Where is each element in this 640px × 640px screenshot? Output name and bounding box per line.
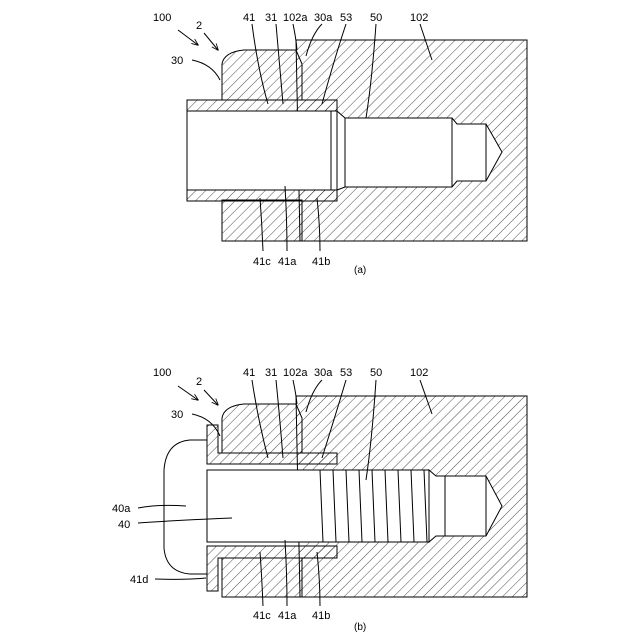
label-base-a: 102 xyxy=(410,12,428,24)
label-bolt-head-b: 40a xyxy=(112,503,131,515)
label-surface-a-a: 102a xyxy=(283,12,308,24)
label-ring-a-b: 41a xyxy=(278,610,297,622)
label-hole-b: 50 xyxy=(370,367,382,379)
label-gap-b: 53 xyxy=(340,367,352,379)
bore-a xyxy=(187,111,337,190)
label-flange-b: 41d xyxy=(130,574,148,586)
label-collar-face-a: 30a xyxy=(314,12,333,24)
label-unit-b: 2 xyxy=(196,376,202,388)
sleeve-lower-a xyxy=(187,190,337,201)
figure-b: 100 2 30 41 31 102a 30a 53 50 102 40a 40… xyxy=(112,367,527,633)
label-bolt-b: 40 xyxy=(118,519,130,531)
sleeve-upper-a xyxy=(187,100,337,111)
label-ring-c-a: 41c xyxy=(253,256,271,268)
bolt-head-outline-b xyxy=(164,440,207,574)
label-assembly-a: 100 xyxy=(153,12,171,24)
label-ring-b-a: 41b xyxy=(312,256,330,268)
label-ring-inner-b: 31 xyxy=(265,367,277,379)
label-base-b: 102 xyxy=(410,367,428,379)
label-ring-b-b: 41b xyxy=(312,610,330,622)
caption-a: (a) xyxy=(354,265,366,276)
label-assembly-b: 100 xyxy=(153,367,171,379)
label-collar-b: 30 xyxy=(171,409,183,421)
figure-a: 100 2 30 41 31 102a 30a 53 50 102 41c 41… xyxy=(153,12,527,276)
label-gap-a: 53 xyxy=(340,12,352,24)
label-surface-a-b: 102a xyxy=(283,367,308,379)
label-collar-a: 30 xyxy=(171,55,183,67)
label-ring-a-a: 41a xyxy=(278,256,297,268)
collar-upper-b xyxy=(222,404,302,453)
label-unit-a: 2 xyxy=(196,20,202,32)
label-ring-a: 41 xyxy=(243,12,255,24)
label-ring-c-b: 41c xyxy=(253,610,271,622)
collar-upper-a xyxy=(222,50,302,100)
caption-b: (b) xyxy=(354,622,366,633)
label-ring-b: 41 xyxy=(243,367,255,379)
bolt-shank-b xyxy=(207,470,429,542)
label-collar-face-b: 30a xyxy=(314,367,333,379)
label-hole-a: 50 xyxy=(370,12,382,24)
label-ring-inner-a: 31 xyxy=(265,12,277,24)
